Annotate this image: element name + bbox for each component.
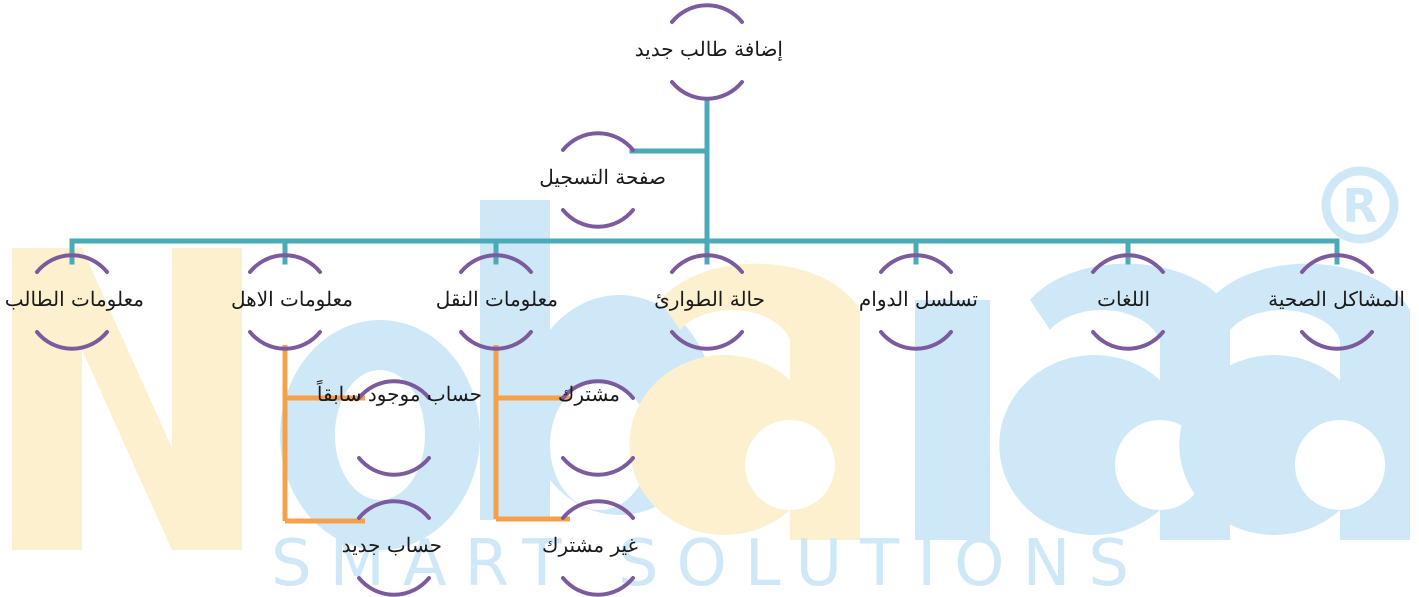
watermark-letter-a-3	[1179, 263, 1410, 540]
node-label: مشترك	[557, 382, 620, 406]
watermark-letter-a-1	[629, 263, 860, 540]
node-arcs	[561, 379, 635, 477]
node-label: حساب موجود سابقاً	[316, 382, 482, 406]
node-label: معلومات النقل	[435, 287, 558, 311]
node-arcs	[670, 253, 744, 351]
node-arcs	[561, 499, 635, 597]
node-label: حساب جديد	[341, 533, 442, 557]
node-arcs	[1300, 253, 1374, 351]
node-label: معلومات الاهل	[231, 287, 353, 311]
node-label: حالة الطوارئ	[654, 287, 765, 311]
node-label: إضافة طالب جديد	[634, 37, 783, 61]
node-arcs	[357, 379, 431, 477]
node-arcs	[1091, 253, 1165, 351]
watermark-tagline: SMART SOLUTIONS	[271, 527, 1147, 597]
node-label: معلومات الطالب	[4, 287, 144, 311]
node-arcs	[357, 499, 431, 597]
watermark-letter-i	[915, 300, 990, 540]
watermark-registered-letter: R	[1342, 179, 1377, 233]
node-label: اللغات	[1097, 287, 1150, 311]
node-label: تسلسل الدوام	[858, 287, 978, 311]
node-arcs	[670, 3, 744, 101]
watermark-registered-circle	[1321, 166, 1399, 244]
node-label: غير مشترك	[542, 533, 638, 557]
node-arcs	[35, 253, 109, 351]
node-arcs	[561, 131, 635, 229]
node-label: صفحة التسجيل	[539, 165, 666, 189]
node-label: المشاكل الصحية	[1268, 287, 1405, 311]
watermark-letter-a-2	[999, 263, 1230, 540]
node-arcs	[459, 253, 533, 351]
watermark-letter-o	[280, 320, 481, 550]
node-arcs	[879, 253, 953, 351]
watermark-letter-n	[12, 248, 242, 550]
node-arcs	[248, 253, 322, 351]
